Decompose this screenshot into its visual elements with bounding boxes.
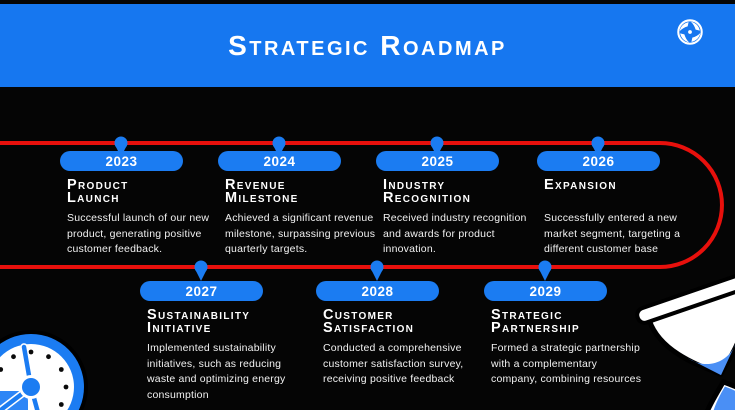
year-pill: 2023 [60, 151, 183, 171]
milestone-title: Revenue Milestone [225, 177, 299, 206]
year-pill: 2025 [376, 151, 499, 171]
milestone-2026: 2026 Expansion Successfully entered a ne… [537, 151, 701, 258]
year-label: 2027 [185, 283, 218, 299]
clock-icon [0, 330, 88, 410]
milestone-description: Achieved a significant revenue milestone… [225, 212, 376, 255]
timeline-dot [430, 136, 444, 150]
timeline-dot [370, 260, 384, 274]
hourglass-icon [635, 271, 735, 410]
milestone-2029: 2029 Strategic Partnership Formed a stra… [484, 281, 648, 388]
year-label: 2026 [582, 153, 615, 169]
top-strip [0, 0, 735, 4]
timeline-dot [194, 260, 208, 274]
milestone-description: Conducted a comprehensive customer satis… [323, 342, 464, 385]
milestone-description: Received industry recognition and awards… [383, 212, 527, 255]
milestone-2025: 2025 Industry Recognition Received indus… [376, 151, 540, 258]
milestone-description: Implemented sustainability initiatives, … [147, 342, 286, 401]
page-title: Strategic Roadmap [228, 29, 507, 61]
year-label: 2025 [421, 153, 454, 169]
timeline-dots-row2 [194, 260, 552, 281]
year-label: 2024 [263, 153, 296, 169]
milestone-title: Customer Satisfaction [323, 307, 415, 336]
milestone-2028: 2028 Customer Satisfaction Conducted a c… [316, 281, 480, 388]
year-pill: 2027 [140, 281, 263, 301]
timeline-dot [591, 136, 605, 150]
milestone-2027: 2027 Sustainability Initiative Implement… [140, 281, 304, 403]
year-pill: 2029 [484, 281, 607, 301]
clock-ticks [0, 349, 69, 407]
milestone-description: Successful launch of our new product, ge… [67, 212, 210, 255]
year-label: 2023 [105, 153, 138, 169]
header: Strategic Roadmap [0, 4, 735, 87]
milestone-title: Sustainability Initiative [147, 307, 251, 336]
milestone-title: Industry Recognition [383, 177, 472, 206]
year-label: 2029 [529, 283, 562, 299]
year-pill: 2026 [537, 151, 660, 171]
roadmap-path-line [0, 141, 724, 269]
milestone-description: Formed a strategic partnership with a co… [491, 342, 642, 385]
milestone-title: Expansion [544, 177, 617, 193]
timeline-dot [538, 260, 552, 274]
milestone-2023: 2023 Product Launch Successful launch of… [60, 151, 224, 258]
year-label: 2028 [361, 283, 394, 299]
year-pill: 2024 [218, 151, 341, 171]
year-pill: 2028 [316, 281, 439, 301]
milestone-description: Successfully entered a new market segmen… [544, 212, 681, 255]
milestone-title: Strategic Partnership [491, 307, 580, 336]
circular-arrows-icon [677, 19, 703, 45]
timeline-dot [272, 136, 286, 150]
milestone-2024: 2024 Revenue Milestone Achieved a signif… [218, 151, 382, 258]
milestone-title: Product Launch [67, 177, 129, 206]
timeline-dot [114, 136, 128, 150]
